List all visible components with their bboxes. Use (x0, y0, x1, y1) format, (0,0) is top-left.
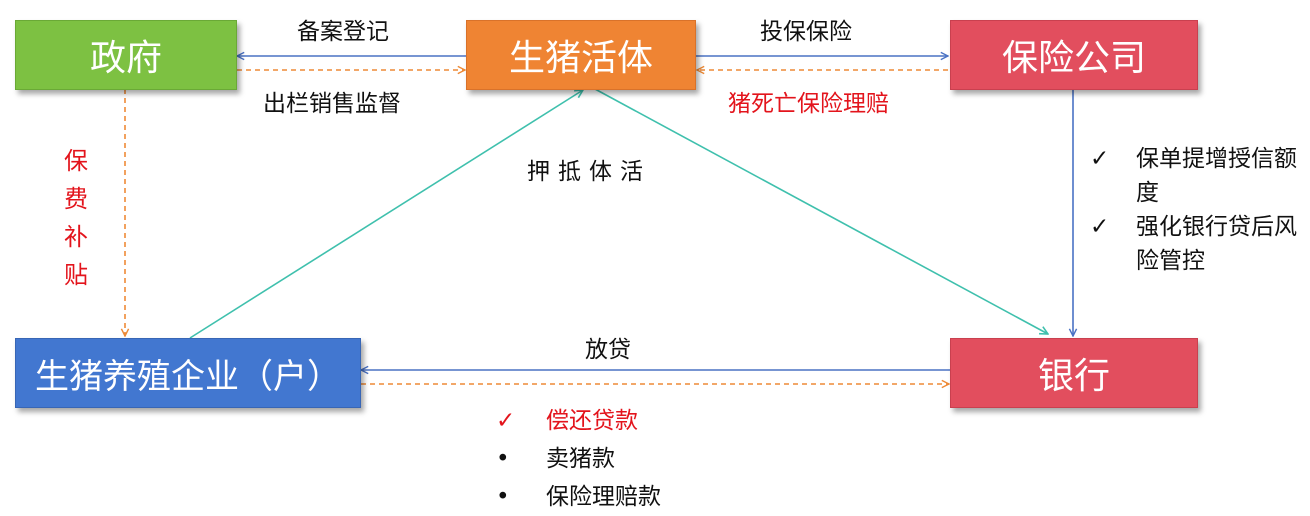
bank-note-item: ✓ 保单提增授信额度 (1090, 142, 1300, 210)
repayment-text: 卖猪款 (546, 446, 615, 472)
insurer-node: 保险公司 (950, 20, 1198, 90)
edge-label-record-registration: 备案登记 (297, 19, 389, 45)
government-label: 政府 (89, 38, 162, 79)
bank-note-item: ✓ 强化银行贷后风险管控 (1090, 210, 1300, 278)
edge-label-mortgage: 押抵体活 (527, 159, 651, 185)
live-pig-label: 生猪活体 (508, 38, 653, 79)
repayment-text: 保险理赔款 (546, 484, 661, 510)
farm-label: 生猪养殖企业（户） (35, 356, 341, 397)
edge-label-premium-subsidy: 保费补贴 (64, 147, 88, 289)
edge-label-sales-supervision: 出栏销售监督 (263, 91, 401, 117)
insurer-label: 保险公司 (1001, 38, 1146, 79)
arrow-farm-to-pig (189, 90, 583, 339)
check-icon: ✓ (1090, 146, 1110, 172)
arrow-pig-to-bank (594, 88, 1048, 334)
edge-label-loan: 放贷 (585, 337, 631, 363)
bank-node: 银行 (950, 338, 1198, 408)
government-node: 政府 (15, 20, 237, 90)
bullet-icon: • (496, 484, 510, 510)
repayment-item: ✓ 偿还贷款 (496, 402, 661, 440)
check-icon: ✓ (496, 408, 516, 434)
edge-label-death-claim: 猪死亡保险理赔 (728, 91, 889, 117)
live-pig-node: 生猪活体 (466, 20, 696, 90)
bullet-icon: • (496, 446, 510, 472)
repayment-item: • 保险理赔款 (496, 478, 661, 516)
repayment-text: 偿还贷款 (546, 408, 638, 434)
edge-label-insure: 投保保险 (760, 19, 852, 45)
repayment-list: ✓ 偿还贷款 • 卖猪款 • 保险理赔款 (496, 402, 661, 516)
bank-notes: ✓ 保单提增授信额度 ✓ 强化银行贷后风险管控 (1090, 142, 1300, 278)
bank-label: 银行 (1037, 356, 1110, 397)
repayment-item: • 卖猪款 (496, 440, 661, 478)
bank-note-text: 保单提增授信额度 (1136, 146, 1297, 206)
farm-node: 生猪养殖企业（户） (15, 338, 361, 408)
check-icon: ✓ (1090, 214, 1110, 240)
bank-note-text: 强化银行贷后风险管控 (1136, 214, 1297, 274)
